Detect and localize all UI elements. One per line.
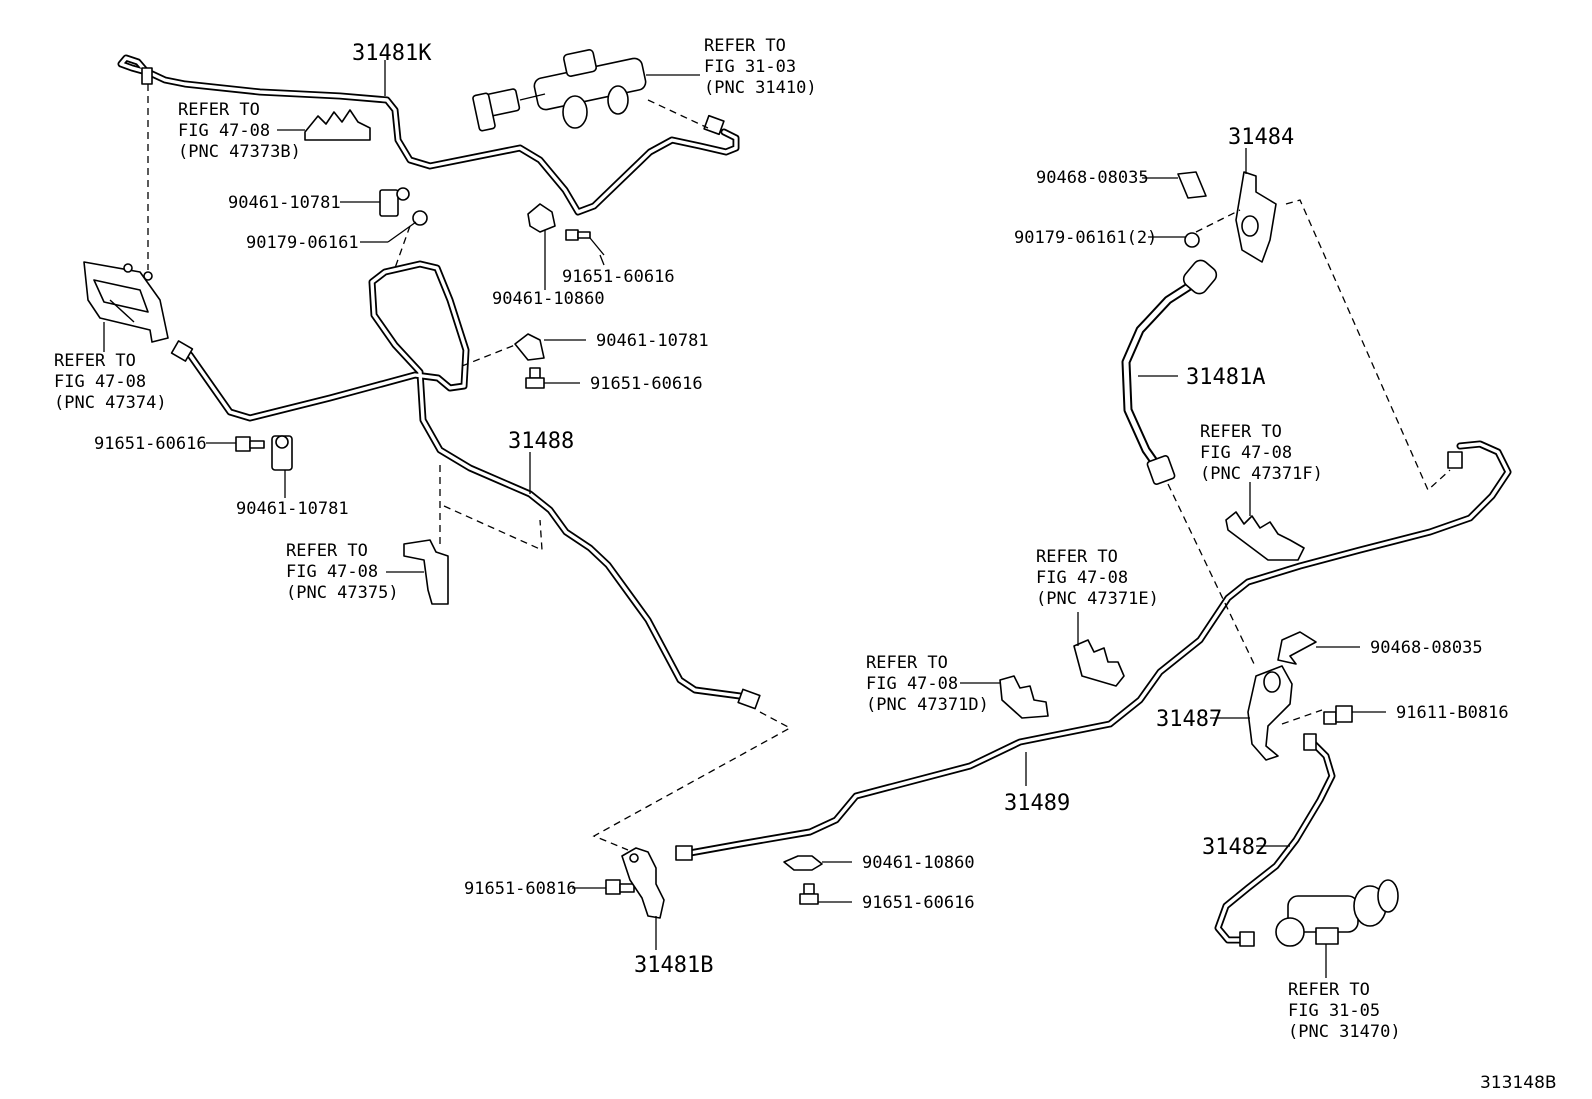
clamp-90461-10860-b[interactable] <box>783 855 823 871</box>
callout-90461-10860-a: 90461-10860 <box>492 289 605 309</box>
refer-47375: REFER TO FIG 47-08 (PNC 47375) <box>286 541 399 603</box>
svg-text:FIG 31-03: FIG 31-03 <box>704 57 796 77</box>
svg-text:REFER TO: REFER TO <box>704 36 786 56</box>
svg-text:(PNC 47371E): (PNC 47371E) <box>1036 589 1159 609</box>
callout-90468-08035-b: 90468-08035 <box>1370 638 1483 658</box>
callout-90468-08035-a: 90468-08035 <box>1036 168 1149 188</box>
nut-90179-06161[interactable] <box>412 210 428 226</box>
clip-47373B[interactable] <box>304 109 371 141</box>
callout-31484: 31484 <box>1228 125 1294 150</box>
callout-91611-B0816: 91611-B0816 <box>1396 703 1509 723</box>
callout-31487: 31487 <box>1156 707 1222 732</box>
callout-90461-10781-a: 90461-10781 <box>228 193 341 213</box>
callout-90461-10860-b: 90461-10860 <box>862 853 975 873</box>
clip-90468-08035-b[interactable] <box>1277 631 1317 665</box>
pipe-31481K[interactable] <box>117 54 740 216</box>
clamp-90461-10860-a[interactable] <box>527 203 556 233</box>
refer-47374: REFER TO FIG 47-08 (PNC 47374) <box>54 351 167 413</box>
svg-text:REFER TO: REFER TO <box>1036 547 1118 567</box>
release-cylinder[interactable] <box>1275 879 1399 947</box>
clip-47375[interactable] <box>403 539 449 605</box>
clip-47371F[interactable] <box>1225 511 1305 561</box>
svg-text:FIG 47-08: FIG 47-08 <box>286 562 378 582</box>
callout-90179-06161: 90179-06161 <box>246 233 359 253</box>
nut-90179-06161-2[interactable] <box>1184 232 1200 248</box>
refer-31410: REFER TO FIG 31-03 (PNC 31410) <box>704 36 817 98</box>
svg-text:REFER TO: REFER TO <box>1200 422 1282 442</box>
svg-text:(PNC 47373B): (PNC 47373B) <box>178 142 301 162</box>
svg-text:FIG 31-05: FIG 31-05 <box>1288 1001 1380 1021</box>
svg-text:FIG 47-08: FIG 47-08 <box>54 372 146 392</box>
refer-47371D: REFER TO FIG 47-08 (PNC 47371D) <box>866 653 989 715</box>
clutch-master-cylinder[interactable] <box>472 49 647 132</box>
svg-text:REFER TO: REFER TO <box>866 653 948 673</box>
pipe-31489[interactable] <box>686 440 1512 857</box>
callout-91651-60816: 91651-60816 <box>464 879 577 899</box>
clip-90468-08035-a[interactable] <box>1177 171 1207 199</box>
leader-lines <box>103 60 1386 978</box>
svg-text:FIG 47-08: FIG 47-08 <box>1036 568 1128 588</box>
svg-text:REFER TO: REFER TO <box>1288 980 1370 1000</box>
figure-code: 313148B <box>1480 1073 1557 1093</box>
callout-91651-60616-a: 91651-60616 <box>562 267 675 287</box>
hose-31481A[interactable] <box>1121 257 1220 485</box>
bolt-91651-60616-d[interactable] <box>799 883 819 905</box>
callout-31489: 31489 <box>1004 791 1070 816</box>
svg-text:FIG 47-08: FIG 47-08 <box>178 121 270 141</box>
callout-90461-10781-b: 90461-10781 <box>596 331 709 351</box>
clamp-90461-10781-c[interactable] <box>271 435 293 471</box>
callout-31481B: 31481B <box>634 953 713 978</box>
clip-47371E[interactable] <box>1073 639 1125 687</box>
callout-91651-60616-c: 91651-60616 <box>94 434 207 454</box>
callout-31488: 31488 <box>508 429 574 454</box>
callout-90461-10781-c: 90461-10781 <box>236 499 349 519</box>
callout-91651-60616-d: 91651-60616 <box>862 893 975 913</box>
svg-text:(PNC 47371F): (PNC 47371F) <box>1200 464 1323 484</box>
refer-47371E: REFER TO FIG 47-08 (PNC 47371E) <box>1036 547 1159 609</box>
svg-text:REFER TO: REFER TO <box>54 351 136 371</box>
bracket-31484[interactable] <box>1235 171 1277 263</box>
callout-31482: 31482 <box>1202 835 1268 860</box>
svg-text:FIG 47-08: FIG 47-08 <box>1200 443 1292 463</box>
bolt-91651-60616-b[interactable] <box>525 367 545 389</box>
svg-text:(PNC 31470): (PNC 31470) <box>1288 1022 1401 1042</box>
bracket-31487[interactable] <box>1247 665 1293 761</box>
pipe-fittings <box>141 67 1463 947</box>
callout-90179-06161-2: 90179-06161(2) <box>1014 228 1157 248</box>
bolt-91611-B0816[interactable] <box>1323 705 1353 725</box>
svg-text:REFER TO: REFER TO <box>178 100 260 120</box>
dashed-connectors <box>147 84 1451 851</box>
bolt-91651-60816[interactable] <box>605 879 635 895</box>
svg-text:(PNC 31410): (PNC 31410) <box>704 78 817 98</box>
callout-31481A: 31481A <box>1186 365 1265 390</box>
bolt-91651-60616-a[interactable] <box>565 229 591 241</box>
callout-91651-60616-b: 91651-60616 <box>590 374 703 394</box>
refer-47371F: REFER TO FIG 47-08 (PNC 47371F) <box>1200 422 1323 484</box>
callout-31481K: 31481K <box>352 41 432 66</box>
refer-47373B: REFER TO FIG 47-08 (PNC 47373B) <box>178 100 301 162</box>
bolt-91651-60616-c[interactable] <box>235 436 265 452</box>
refer-31470: REFER TO FIG 31-05 (PNC 31470) <box>1288 980 1401 1042</box>
pipe-31482[interactable] <box>1214 738 1336 944</box>
clip-47371D[interactable] <box>999 675 1049 719</box>
bracket-31481B[interactable] <box>621 847 665 919</box>
clamp-90461-10781-b[interactable] <box>514 333 545 361</box>
pipe-31488[interactable] <box>186 260 744 700</box>
clamp-90461-10781-a[interactable] <box>379 187 410 217</box>
svg-text:(PNC 47375): (PNC 47375) <box>286 583 399 603</box>
svg-text:FIG 47-08: FIG 47-08 <box>866 674 958 694</box>
svg-text:(PNC 47374): (PNC 47374) <box>54 393 167 413</box>
svg-text:REFER TO: REFER TO <box>286 541 368 561</box>
svg-text:(PNC 47371D): (PNC 47371D) <box>866 695 989 715</box>
pedal-bracket[interactable] <box>83 261 169 343</box>
